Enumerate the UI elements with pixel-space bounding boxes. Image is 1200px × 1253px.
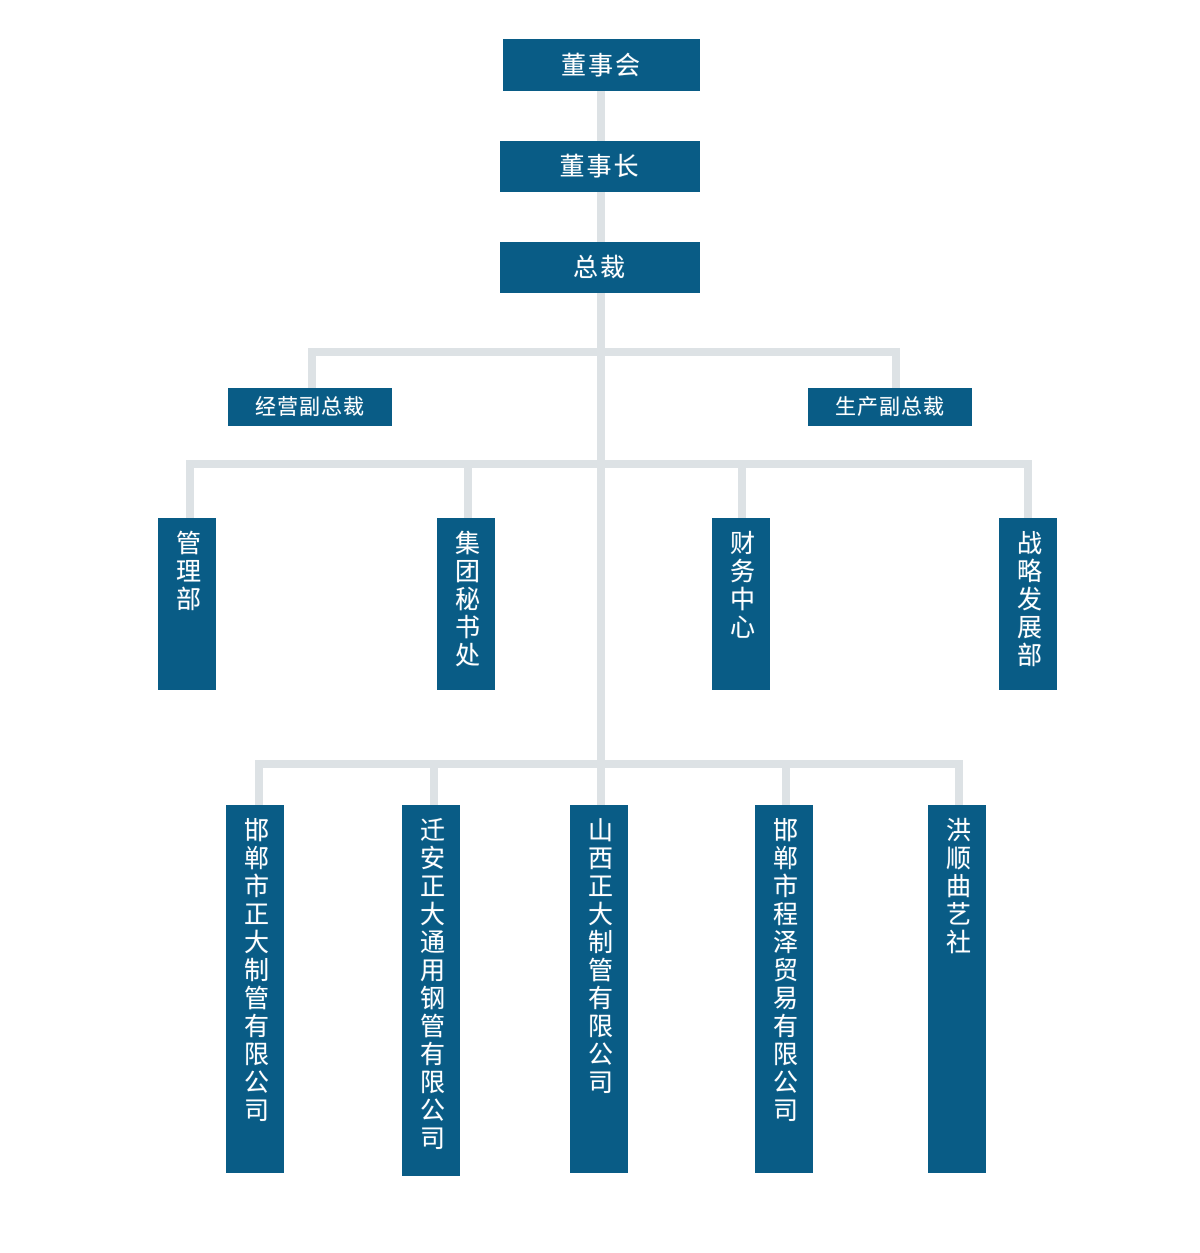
node-vp-operations-label: 经营副总裁 bbox=[255, 394, 365, 419]
node-sub-handan-zhengda-label: 邯郸市正大制管有限公司 bbox=[240, 817, 270, 1125]
node-board-label: 董事会 bbox=[560, 50, 642, 80]
connector-drop-sub-shanxi-zhengda bbox=[597, 760, 605, 805]
connector-bus-departments bbox=[186, 460, 1032, 468]
node-sub-handan-chengze-label: 邯郸市程泽贸易有限公司 bbox=[769, 817, 799, 1125]
connector-drop-sub-handan-chengze bbox=[782, 760, 790, 805]
node-vp-production-label: 生产副总裁 bbox=[835, 394, 945, 419]
node-dept-strategy-label: 战略发展部 bbox=[1013, 530, 1043, 670]
node-chairman[interactable]: 董事长 bbox=[500, 141, 700, 192]
node-sub-qianan-zhengda-label: 迁安正大通用钢管有限公司 bbox=[416, 817, 446, 1153]
node-sub-shanxi-zhengda[interactable]: 山西正大制管有限公司 bbox=[570, 805, 628, 1173]
node-president-label: 总裁 bbox=[572, 253, 627, 282]
connector-drop-sub-qianan-zhengda bbox=[430, 760, 438, 805]
connector-drop-vp-operations bbox=[308, 348, 316, 388]
node-president[interactable]: 总裁 bbox=[500, 242, 700, 293]
connector-drop-dept-finance bbox=[738, 460, 746, 518]
node-chairman-label: 董事长 bbox=[559, 152, 641, 181]
connector-drop-sub-hongshun bbox=[955, 760, 963, 805]
node-sub-hongshun[interactable]: 洪顺曲艺社 bbox=[928, 805, 986, 1173]
connector-drop-sub-handan-zhengda bbox=[255, 760, 263, 805]
connector-president-trunk bbox=[597, 292, 605, 768]
node-dept-finance[interactable]: 财务中心 bbox=[712, 518, 770, 690]
node-sub-handan-zhengda[interactable]: 邯郸市正大制管有限公司 bbox=[226, 805, 284, 1173]
connector-bus-subsidiaries bbox=[255, 760, 963, 768]
connector-bus-vp bbox=[308, 348, 900, 356]
node-sub-qianan-zhengda[interactable]: 迁安正大通用钢管有限公司 bbox=[402, 805, 460, 1176]
node-dept-finance-label: 财务中心 bbox=[726, 530, 756, 642]
node-dept-strategy[interactable]: 战略发展部 bbox=[999, 518, 1057, 690]
connector-drop-dept-management bbox=[186, 460, 194, 518]
node-sub-handan-chengze[interactable]: 邯郸市程泽贸易有限公司 bbox=[755, 805, 813, 1173]
connector-drop-dept-strategy bbox=[1024, 460, 1032, 518]
node-board[interactable]: 董事会 bbox=[503, 39, 700, 91]
node-dept-secretariat-label: 集团秘书处 bbox=[451, 530, 481, 670]
connector-drop-dept-secretariat bbox=[464, 460, 472, 518]
node-sub-hongshun-label: 洪顺曲艺社 bbox=[942, 817, 972, 957]
connector-chairman-to-president bbox=[597, 191, 605, 242]
connector-drop-vp-production bbox=[892, 348, 900, 388]
node-dept-management-label: 管理部 bbox=[172, 530, 202, 614]
node-vp-operations[interactable]: 经营副总裁 bbox=[228, 388, 392, 426]
node-dept-secretariat[interactable]: 集团秘书处 bbox=[437, 518, 495, 690]
node-vp-production[interactable]: 生产副总裁 bbox=[808, 388, 972, 426]
connector-board-to-chairman bbox=[597, 90, 605, 142]
node-sub-shanxi-zhengda-label: 山西正大制管有限公司 bbox=[584, 817, 614, 1097]
node-dept-management[interactable]: 管理部 bbox=[158, 518, 216, 690]
